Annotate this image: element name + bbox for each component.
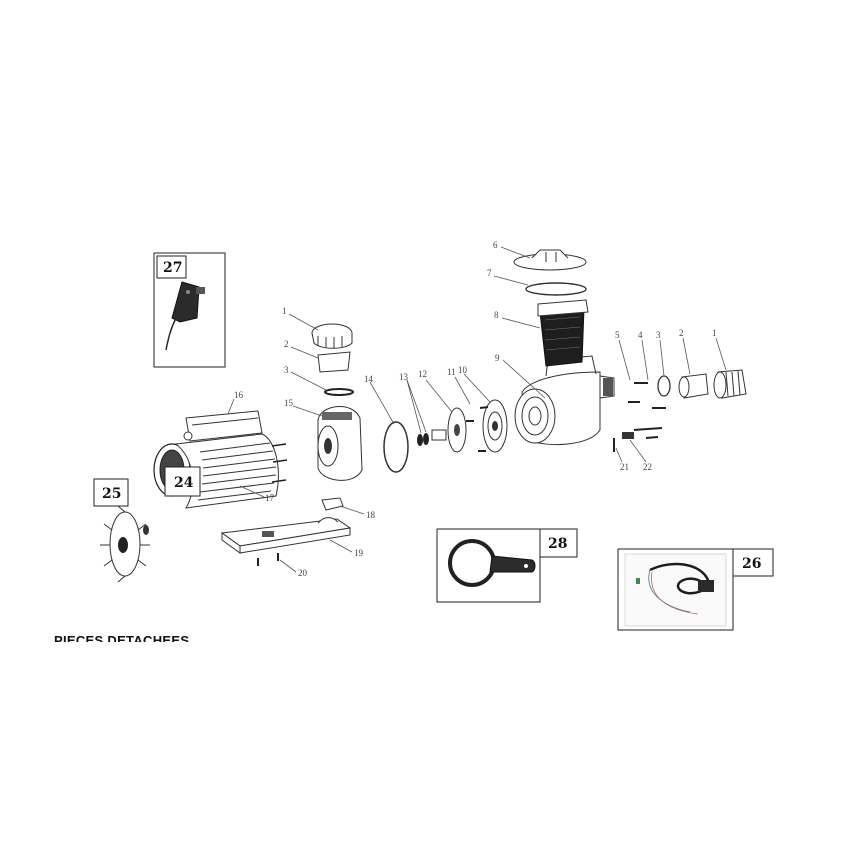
callout-7: 7 bbox=[487, 268, 492, 278]
callout-12: 12 bbox=[418, 369, 427, 379]
callout-15: 15 bbox=[284, 398, 294, 408]
tail-piece-right bbox=[678, 373, 709, 399]
mechanical-seal bbox=[417, 433, 429, 446]
box-26-label: 26 bbox=[742, 556, 761, 572]
callout-11: 11 bbox=[447, 367, 456, 377]
box-25-label: 25 bbox=[102, 486, 121, 502]
callout-2-right: 2 bbox=[679, 328, 684, 338]
callout-9: 9 bbox=[495, 353, 500, 363]
box-28-label: 28 bbox=[548, 536, 567, 552]
callout-19: 19 bbox=[354, 548, 364, 558]
lid-o-ring bbox=[525, 282, 587, 296]
callout-21: 21 bbox=[620, 462, 629, 472]
box-24-label: 24 bbox=[174, 475, 194, 491]
pump-lid bbox=[513, 249, 587, 271]
union-nut-left bbox=[311, 323, 353, 349]
callout-1-right: 1 bbox=[712, 328, 717, 338]
gasket-ring bbox=[383, 421, 409, 473]
item-27-controller: 27 bbox=[153, 252, 226, 368]
callout-14: 14 bbox=[364, 374, 374, 384]
box-27-label: 27 bbox=[163, 260, 182, 276]
callout-numbers: 1 2 3 14 15 16 17 18 19 20 13 12 11 10 9… bbox=[234, 240, 717, 578]
callout-20: 20 bbox=[298, 568, 308, 578]
callout-13: 13 bbox=[399, 372, 409, 382]
callout-10: 10 bbox=[458, 365, 468, 375]
callout-8: 8 bbox=[494, 310, 499, 320]
section-title: PIECES DETACHEES bbox=[54, 633, 190, 642]
callout-16: 16 bbox=[234, 390, 244, 400]
callout-3-left: 3 bbox=[284, 365, 289, 375]
callout-18: 18 bbox=[366, 510, 376, 520]
callout-1-left: 1 bbox=[282, 306, 287, 316]
drain-screws bbox=[613, 382, 666, 452]
clamp bbox=[321, 497, 344, 511]
callout-6: 6 bbox=[493, 240, 498, 250]
item-28-lid-wrench: 28 bbox=[436, 528, 578, 603]
o-ring-left bbox=[324, 388, 354, 396]
tail-piece-left bbox=[317, 351, 351, 373]
union-nut-right bbox=[713, 369, 747, 399]
controller-icon bbox=[171, 281, 200, 323]
callout-2-left: 2 bbox=[284, 339, 289, 349]
callout-5: 5 bbox=[615, 330, 620, 340]
strainer-basket bbox=[537, 299, 589, 367]
impeller bbox=[431, 407, 467, 453]
item-25-fan: 25 bbox=[93, 478, 150, 583]
o-ring-right bbox=[657, 375, 671, 397]
callout-22: 22 bbox=[643, 462, 652, 472]
callout-4: 4 bbox=[638, 330, 643, 340]
item-26-power-cable: 26 bbox=[617, 548, 774, 631]
leader-lines bbox=[227, 246, 727, 573]
callout-3-right: 3 bbox=[656, 330, 661, 340]
box-27-label-frame bbox=[156, 255, 187, 279]
pump-body bbox=[514, 355, 615, 446]
item-24-label: 24 bbox=[164, 466, 201, 497]
adapter-flange bbox=[317, 405, 363, 481]
callout-17: 17 bbox=[265, 493, 275, 503]
motor-base bbox=[220, 497, 352, 566]
diffuser bbox=[482, 399, 508, 453]
